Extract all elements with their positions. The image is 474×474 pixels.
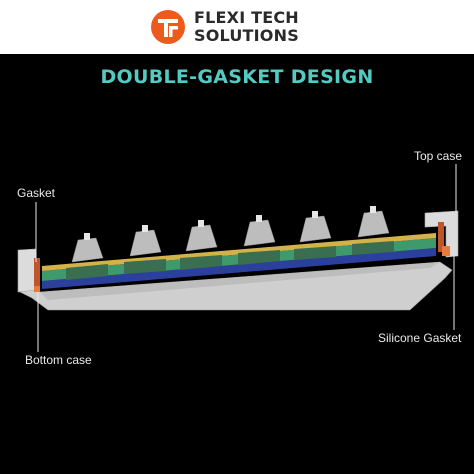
keycap [71, 237, 104, 263]
keycap [243, 219, 276, 247]
brand-name-line2: SOLUTIONS [194, 26, 299, 45]
callout-silicone-gasket: Silicone Gasket [378, 331, 462, 345]
brand-name: FLEXI TECH SOLUTIONS [194, 9, 299, 45]
right-gasket [438, 222, 444, 252]
brand-header: FLEXI TECH SOLUTIONS [0, 0, 474, 54]
tf-monogram-icon [151, 10, 185, 44]
callout-bottom-case: Bottom case [25, 353, 92, 367]
left-silicone-gasket [34, 286, 40, 292]
top-case-right [424, 210, 459, 258]
keycap-stems [84, 206, 376, 240]
callout-gasket: Gasket [17, 186, 56, 200]
keycaps [71, 210, 390, 263]
keycap [357, 210, 390, 238]
keycap [299, 215, 332, 243]
keycap [185, 224, 218, 252]
callout-top-case: Top case [414, 149, 463, 163]
bottom-case-inner [40, 262, 440, 300]
diagram-title: DOUBLE-GASKET DESIGN [100, 66, 374, 88]
right-silicone-gasket [442, 246, 450, 256]
keycap [129, 229, 162, 257]
foam-layer [42, 248, 436, 289]
brand-name-line1: FLEXI TECH [194, 8, 299, 27]
left-gasket [34, 258, 40, 288]
top-case-left [17, 248, 37, 293]
switch-housings [66, 241, 394, 280]
